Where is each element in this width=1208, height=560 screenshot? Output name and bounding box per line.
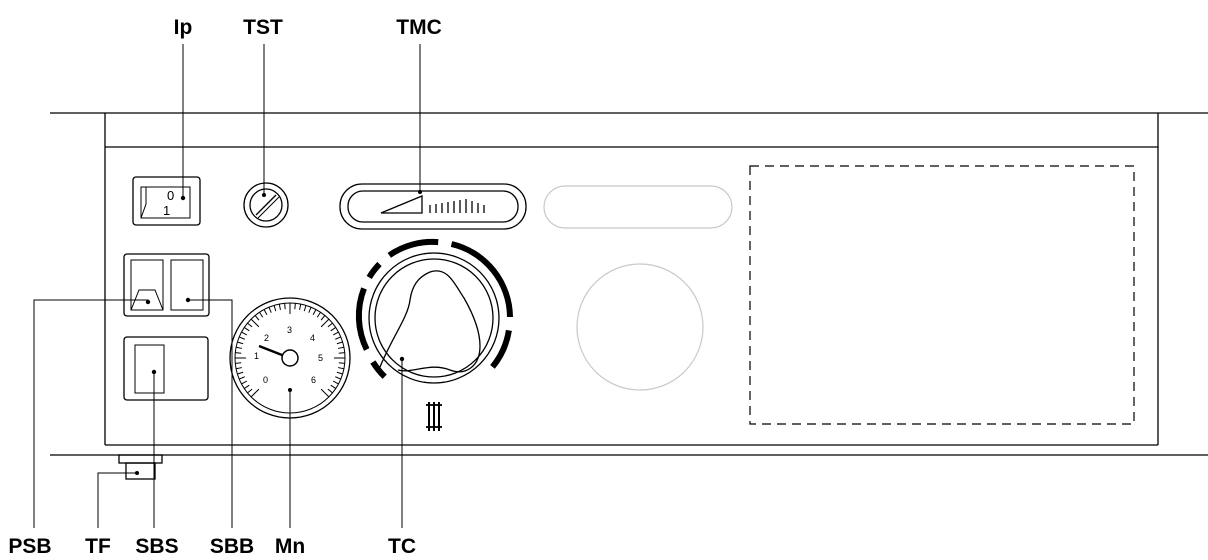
gauge-tick xyxy=(337,346,345,349)
label-psb: PSB xyxy=(8,535,51,558)
gauge-tick xyxy=(235,352,242,354)
gauge-tick xyxy=(335,376,342,380)
gauge-scale-5: 5 xyxy=(318,353,323,363)
radiator-icon xyxy=(426,402,442,431)
gauge-tick xyxy=(243,327,250,332)
gauge-tick xyxy=(254,315,260,321)
leader-lines xyxy=(33,44,421,528)
optional-module-area xyxy=(749,165,1135,425)
gauge-tick xyxy=(237,371,244,375)
optional-dial-slot xyxy=(576,263,704,391)
safety-thermostat xyxy=(243,182,289,228)
gauge-scale-1: 1 xyxy=(254,351,259,361)
heating-thermostat-knob xyxy=(355,238,513,431)
label-mn: Mn xyxy=(275,535,305,558)
gauge-tick xyxy=(278,303,281,311)
gauge-tick xyxy=(243,384,250,389)
gauge-tick xyxy=(320,388,330,398)
main-switch-off-mark: 0 xyxy=(167,188,174,203)
gauge-tick xyxy=(294,303,296,310)
burner-switches xyxy=(123,253,210,317)
label-sbs: SBS xyxy=(135,535,178,558)
gauge-tick xyxy=(268,306,272,313)
main-switch: 0 1 xyxy=(132,176,201,226)
label-tc: TC xyxy=(388,535,416,558)
gauge-tick xyxy=(303,305,307,312)
gauge-tick xyxy=(337,367,345,370)
gauge-scale-2: 2 xyxy=(264,333,269,343)
gauge-tick xyxy=(241,331,248,336)
temperature-scale-ticks xyxy=(429,199,485,213)
panel-outline xyxy=(50,112,1208,456)
gauge-tick xyxy=(330,327,337,332)
label-sbb: SBB xyxy=(210,535,254,558)
gauge-tick xyxy=(335,336,342,340)
gauge-tick xyxy=(250,388,260,398)
gauge-tick xyxy=(235,367,243,370)
component-labels: Ip TST TMC PSB TF SBS SBB Mn TC xyxy=(8,16,441,558)
gauge-tick xyxy=(250,318,260,328)
gauge-scale-0: 0 xyxy=(263,375,268,385)
label-tf: TF xyxy=(85,535,111,558)
gauge-tick xyxy=(235,362,242,364)
gauge-tick xyxy=(238,376,245,380)
gauge-tick xyxy=(316,311,321,318)
lower-switch xyxy=(123,336,209,401)
gauge-tick xyxy=(320,318,330,328)
gauge-tick xyxy=(332,331,339,336)
gauge-tick xyxy=(338,352,345,354)
gauge-tick xyxy=(284,303,286,310)
gauge-tick xyxy=(336,341,343,345)
gauge-tick xyxy=(312,309,317,316)
gauge-tick xyxy=(247,322,253,328)
gauge-tick xyxy=(327,388,333,394)
gauge-tick xyxy=(238,336,245,340)
gauge-tick xyxy=(241,380,248,385)
gauge-tick xyxy=(338,362,345,364)
gauge-tick xyxy=(263,309,268,316)
gauge-scale-3: 3 xyxy=(287,325,292,335)
gauge-tick xyxy=(308,306,312,313)
gauge-tick xyxy=(235,346,243,349)
pressure-gauge: 0 1 2 3 4 5 6 xyxy=(229,297,351,419)
gauge-tick xyxy=(327,322,333,328)
gauge-tick xyxy=(247,388,253,394)
label-tmc: TMC xyxy=(396,16,442,39)
pressure-gauge-ticks xyxy=(235,303,345,398)
filling-tap xyxy=(118,454,163,480)
gauge-tick xyxy=(332,380,339,385)
gauge-tick xyxy=(237,341,244,345)
label-ip: Ip xyxy=(174,16,193,39)
gauge-tick xyxy=(330,384,337,389)
knob-range-arc xyxy=(355,238,513,379)
gauge-tick xyxy=(299,303,302,311)
gauge-tick xyxy=(259,311,264,318)
gauge-scale-6: 6 xyxy=(311,375,316,385)
gauge-tick xyxy=(273,305,277,312)
gauge-tick xyxy=(320,315,326,321)
main-switch-on-mark: 1 xyxy=(163,203,170,218)
gauge-scale-4: 4 xyxy=(310,333,315,343)
gauge-tick xyxy=(336,371,343,375)
temperature-display xyxy=(339,183,527,230)
label-tst: TST xyxy=(243,16,283,39)
optional-display-slot xyxy=(543,185,733,229)
